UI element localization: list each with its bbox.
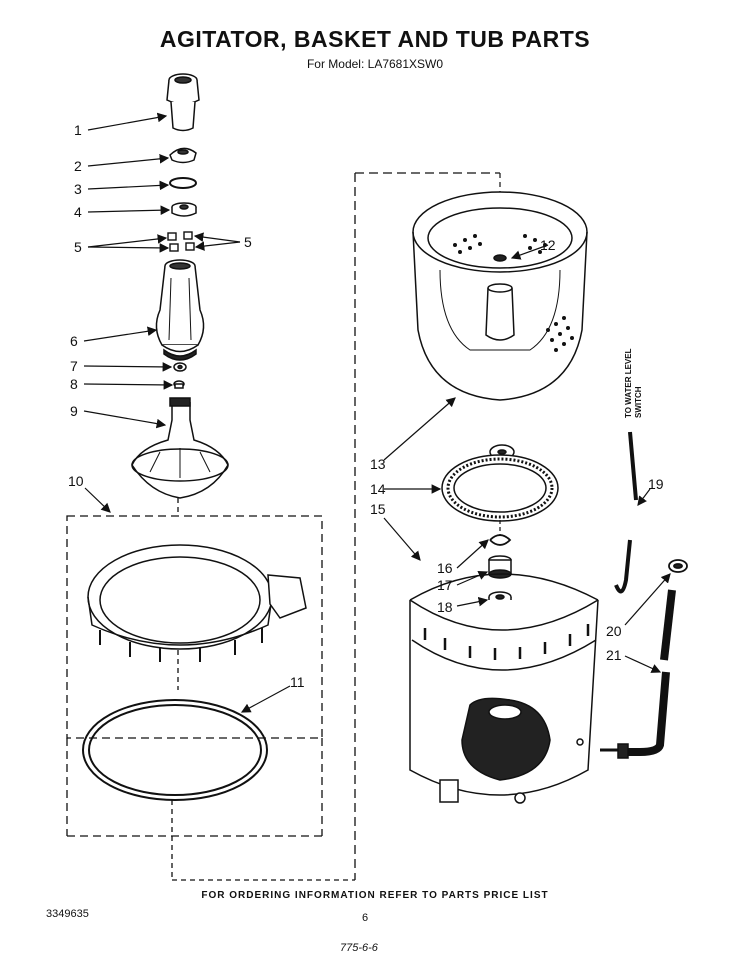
callout-1: 1 [74,122,82,138]
callout-5-right: 5 [244,234,252,250]
callout-15: 15 [370,501,386,517]
callout-17: 17 [437,577,453,593]
callout-9: 9 [70,403,78,419]
handwritten-note: 775-6-6 [340,942,378,954]
callout-10: 10 [68,473,84,489]
balance-ring [441,454,559,522]
callout-19: 19 [648,476,664,492]
callout-18: 18 [437,599,453,615]
outer-tub [409,573,599,804]
drive-block [171,202,197,217]
cam-part [169,147,197,164]
o-ring [169,177,197,189]
assembly-box-10 [66,515,323,739]
model-subtitle: For Model: LA7681XSW0 [306,57,444,71]
callout-6: 6 [70,333,78,349]
callout-11: 11 [290,674,305,690]
callout-16: 16 [437,560,453,576]
water-level-note-line1: TO WATER LEVEL [624,348,633,418]
water-level-hose [614,431,638,594]
ordering-footer: FOR ORDERING INFORMATION REFER TO PARTS … [201,890,549,901]
callout-4: 4 [74,204,82,220]
callout-3: 3 [74,181,82,197]
tub-ring [87,544,307,662]
callout-13: 13 [370,456,386,472]
callout-2: 2 [74,158,82,174]
callout-14: 14 [370,481,386,497]
tub-seal [488,555,512,579]
document-number: 3349635 [46,908,89,920]
callout-12: 12 [540,237,556,253]
seal-ring [173,362,187,372]
page-title: AGITATOR, BASKET AND TUB PARTS [159,26,591,52]
callout-20: 20 [606,623,622,639]
callout-5-left: 5 [74,239,82,255]
callout-7: 7 [70,358,78,374]
basket [412,191,588,401]
agitator-cap [166,73,200,132]
dogs [167,231,195,252]
pump-hose [600,589,676,759]
page-number: 6 [362,912,369,924]
leader-lines [83,112,671,713]
water-level-note-line2: SWITCH [634,386,643,418]
tub-ring-seal [82,699,268,801]
hose-clamp [668,559,688,573]
callout-8: 8 [70,376,78,392]
callout-21: 21 [606,647,622,663]
spanner-nut [489,534,512,546]
agitator-body [155,259,205,361]
small-washer [173,380,185,389]
drive-shaft-skirt [131,397,229,499]
